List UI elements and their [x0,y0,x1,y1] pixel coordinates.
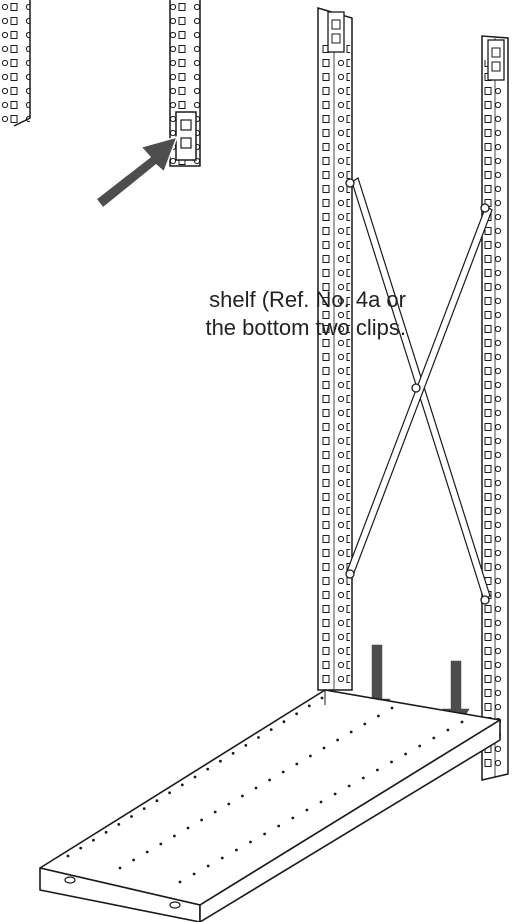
shelf-holes [66,696,464,884]
shelf-hole [206,864,210,868]
top-clip-right [487,39,505,81]
shelf-hole [178,880,182,884]
shelf-hole [309,754,312,758]
partial-post-top-left [0,0,31,127]
shelf-hole [268,778,271,782]
shelf-hole [432,736,436,740]
shelf-hole [186,826,190,830]
shelf-panel [39,689,501,922]
shelf-hole [305,808,309,812]
shelf-hole [92,838,95,842]
shelf-hole [257,736,260,739]
top-clip-left [327,11,345,53]
shelf-hole [180,783,184,787]
shelf-hole [244,744,248,747]
shelf-hole [376,768,379,772]
shelf-hole [142,807,146,810]
shelf-hole [347,784,351,788]
shelf-hole [219,759,222,763]
shelf-hole [235,848,238,852]
shelf-hole [281,770,285,774]
diagonal-arrow-icon [94,135,179,210]
shelf-hole [130,815,133,818]
shelf-hole [336,738,339,742]
shelf-hole [241,794,244,798]
instruction-text: shelf (Ref. No. 4a or the bottom two cli… [0,286,406,342]
shelf-hole [193,775,197,779]
shelf-hole [349,730,353,734]
upright-post-left [317,6,353,691]
shelf-hole [263,832,266,836]
shelf-hole [231,751,235,755]
shelf-hole [361,776,365,780]
shelf-hole [282,720,286,724]
shelf-hole [200,818,204,822]
detail-post-with-clip [169,0,201,167]
shelf-hole [173,834,176,838]
shelf-hole [446,728,450,732]
shelf-hole [307,704,311,708]
shelf-hole [66,854,70,858]
shelf-clip [175,111,197,161]
shelf-hole [295,712,298,716]
shelf-hole [117,823,121,826]
shelf-hole [460,720,464,724]
shelf-hole [213,810,217,814]
shelf-hole [254,786,258,790]
shelf-hole [269,728,273,731]
shelf-hole [118,866,122,870]
instruction-line-2: the bottom two clips. [205,315,406,340]
shelf-hole [159,842,163,846]
shelf-hole [320,696,324,700]
shelf-hole [206,767,210,771]
shelf-hole [79,846,83,850]
shelf-hole [227,802,231,806]
shelf-hole [333,792,337,796]
shelf-hole [168,791,172,795]
instruction-line-1: shelf (Ref. No. 4a or [209,287,406,312]
shelf-hole [322,746,326,750]
shelf-hole [220,856,224,860]
shelf-hole [155,799,159,803]
shelf-hole [132,858,136,862]
shelf-hole [390,760,393,764]
shelf-hole [145,850,149,854]
shelf-hole [377,714,380,718]
shelf-hole [390,706,394,710]
upright-post-right [481,35,509,781]
shelf-hole [295,762,299,766]
shelf-hole [418,744,422,748]
cross-brace [345,177,493,605]
shelf-hole [319,800,323,804]
shelf-hole [404,752,407,756]
shelf-hole [291,816,295,820]
shelf-hole [192,872,196,876]
shelf-hole [363,722,367,726]
shelf-hole [249,840,252,844]
shelf-hole [277,824,281,828]
shelf-hole [104,830,108,834]
